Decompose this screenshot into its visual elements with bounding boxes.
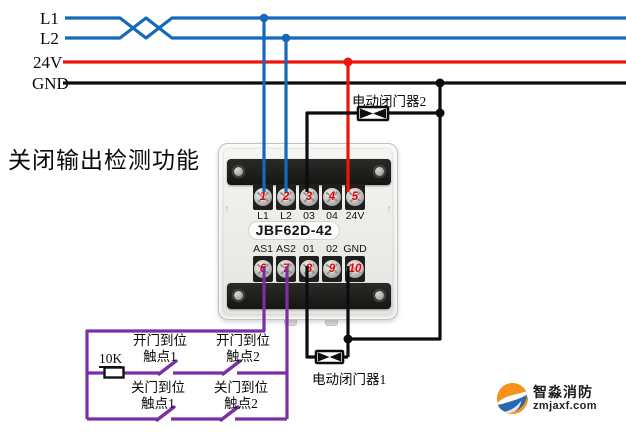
junction-dot bbox=[343, 57, 353, 67]
bus-label-gnd: GND bbox=[32, 74, 69, 93]
screw-icon bbox=[277, 188, 295, 206]
top-terminal-row: 1 2 3 4 5 bbox=[253, 184, 365, 210]
terminal-2: 2 bbox=[276, 184, 296, 210]
junction-dot bbox=[281, 33, 291, 43]
terminal-5: 5 bbox=[345, 184, 365, 210]
brand-logo-text: 智淼消防 zmjaxf.com bbox=[533, 384, 597, 413]
switch-label-close-2: 关门到位 触点2 bbox=[214, 380, 268, 411]
screw-icon bbox=[254, 188, 272, 206]
module-tab bbox=[325, 319, 338, 326]
resistor-symbol bbox=[103, 366, 125, 379]
door-closer-2-label: 电动闭门器2 bbox=[352, 94, 427, 109]
brand-logo: 智淼消防 zmjaxf.com bbox=[496, 382, 597, 415]
brand-name: 智淼消防 bbox=[533, 384, 593, 400]
door-closer-1-label: 电动闭门器1 bbox=[312, 372, 387, 387]
module-jbf62d-42: 1 2 3 4 5 L1 L2 03 04 24V JBF62D-42 ↑ ↑ … bbox=[218, 143, 398, 320]
switch-label-open-2: 开门到位 触点2 bbox=[216, 333, 270, 364]
up-arrow-icon: ↑ bbox=[386, 202, 392, 216]
switch-label-close-1: 关门到位 触点1 bbox=[131, 380, 185, 411]
brand-logo-icon bbox=[496, 382, 529, 415]
door-closer-1-symbol bbox=[314, 349, 345, 365]
screw-icon bbox=[323, 188, 341, 206]
junction-dot bbox=[435, 108, 445, 118]
terminal-1: 1 bbox=[253, 184, 273, 210]
bottom-terminal-row: 6 7 8 9 10 bbox=[253, 256, 365, 282]
terminal-6: 6 bbox=[253, 256, 273, 282]
up-arrow-icon: ↑ bbox=[224, 202, 230, 216]
bus-label-l2: L2 bbox=[40, 29, 59, 48]
terminal-9: 9 bbox=[322, 256, 342, 282]
module-model-label: JBF62D-42 bbox=[248, 221, 340, 240]
junction-dot bbox=[435, 78, 445, 88]
junction-dot bbox=[343, 334, 353, 344]
terminal-8: 8 bbox=[299, 256, 319, 282]
page-title: 关闭输出检测功能 bbox=[8, 148, 200, 173]
terminal-4: 4 bbox=[322, 184, 342, 210]
bus-label-l1: L1 bbox=[40, 9, 59, 28]
bottom-terminal-labels: AS1 AS2 01 02 GND bbox=[253, 243, 367, 255]
switch-label-open-1: 开门到位 触点1 bbox=[133, 333, 187, 364]
l2-bus-wire bbox=[65, 16, 626, 40]
junction-dot bbox=[259, 13, 269, 23]
screw-icon bbox=[300, 188, 318, 206]
terminal-3: 3 bbox=[299, 184, 319, 210]
module-tab bbox=[284, 319, 297, 326]
brand-site: zmjaxf.com bbox=[533, 400, 597, 412]
terminal-bar-bottom bbox=[227, 283, 391, 309]
l1-bus-wire bbox=[65, 16, 626, 40]
terminal-10: 10 bbox=[345, 256, 365, 282]
terminal-bar-top bbox=[227, 159, 391, 185]
terminal-7: 7 bbox=[276, 256, 296, 282]
bus-label-24v: 24V bbox=[33, 53, 63, 72]
